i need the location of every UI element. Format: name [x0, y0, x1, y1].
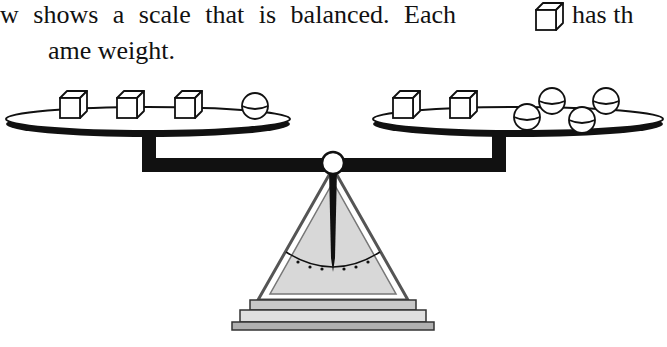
scale-needle [329, 170, 337, 272]
right-weights [393, 88, 619, 133]
instruction-text: w shows a scale that is balanced. Each [0, 0, 456, 30]
instruction-text: has th [572, 0, 633, 30]
pivot [322, 152, 344, 174]
left-weights [60, 91, 268, 119]
cube-icon [536, 3, 563, 30]
instruction-text: ame weight. [48, 36, 175, 66]
scale-base [232, 168, 434, 330]
